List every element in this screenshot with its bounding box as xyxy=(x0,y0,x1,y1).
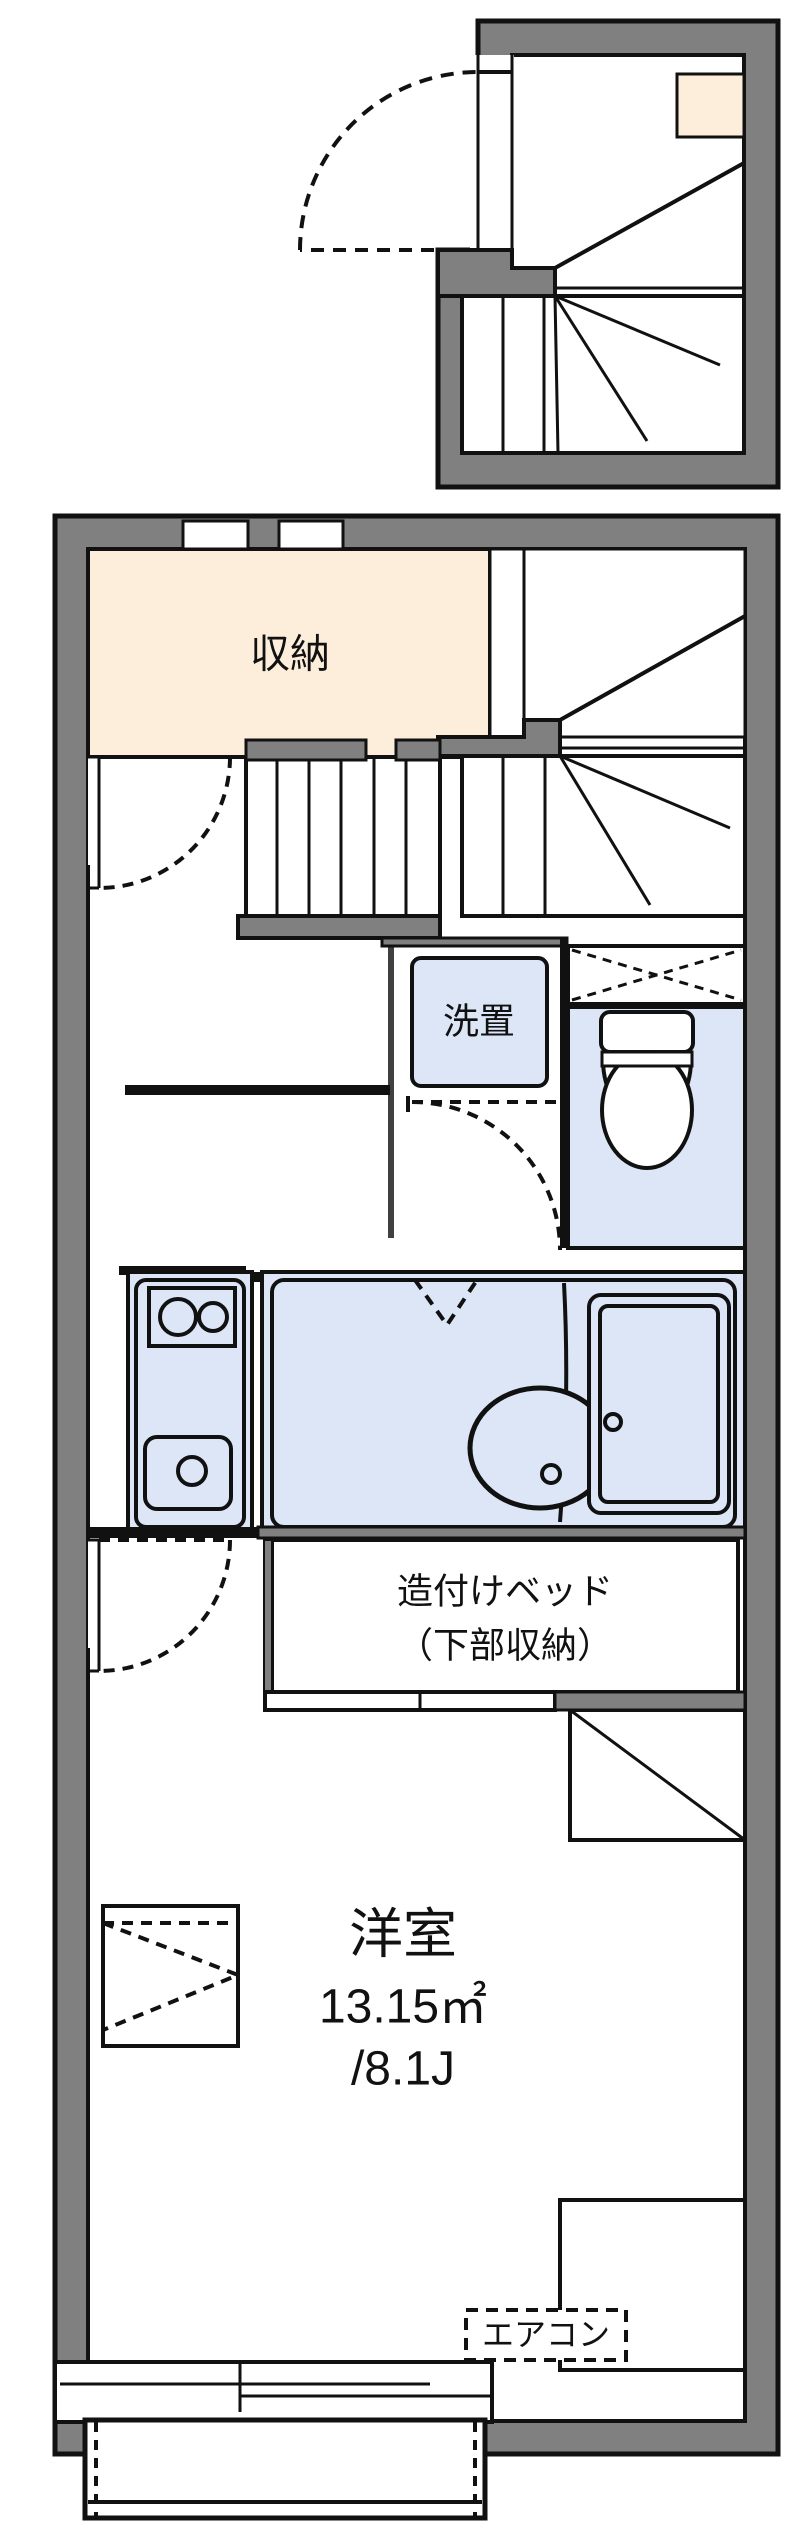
bathtub-inner xyxy=(598,1304,720,1504)
bath-lower-wall xyxy=(256,1525,747,1540)
upper-entrance-stair-level xyxy=(298,18,781,490)
bed-left-wall xyxy=(263,1539,273,1693)
built-in-bed-label-line2: （下部収納） xyxy=(397,1625,613,1666)
left-closet-box xyxy=(101,1904,244,2048)
stair-winder-tread xyxy=(553,295,649,442)
unit-bath xyxy=(260,1270,747,1537)
washer-left-wall xyxy=(388,938,394,1238)
left-door-upper xyxy=(88,755,232,890)
stair-winder-edge xyxy=(554,161,745,270)
stair-winder-tread xyxy=(554,294,721,367)
closet-header-beam xyxy=(553,1690,747,1712)
washbasin-drain xyxy=(540,1463,562,1485)
stair-header-beam-2 xyxy=(394,738,442,762)
washer-space: 洗置 xyxy=(380,936,569,1251)
entrance-door-swing-arc xyxy=(298,70,479,251)
western-room-label: 洋室 xyxy=(349,1904,457,1964)
western-room-area-sqm: 13.15㎡ xyxy=(319,1981,487,2034)
left-closet-fold-lines xyxy=(102,1921,244,2032)
sink-drain xyxy=(176,1455,208,1487)
bed-base-beam xyxy=(263,1690,557,1712)
straight-staircase xyxy=(236,738,442,940)
balcony-and-sliding-window xyxy=(53,2360,494,2521)
storage-room: 収納 xyxy=(86,547,492,759)
stair-outline xyxy=(460,294,746,455)
sliding-glass-door xyxy=(53,2360,494,2424)
toilet-neck-icon xyxy=(600,1050,694,1068)
winder-stair-upper xyxy=(460,161,746,455)
western-room-area-jo: /8.1J xyxy=(351,2043,455,2096)
kitchen-lower-wall xyxy=(88,1527,258,1538)
washer-machine-icon xyxy=(410,956,549,1088)
winder-tread xyxy=(558,755,652,906)
built-in-bed-outline xyxy=(270,1538,740,1694)
left-door-lower xyxy=(88,1538,232,1673)
stair-side-strip xyxy=(488,547,526,739)
western-room: 洋室 13.15㎡ /8.1J xyxy=(319,1904,487,2095)
left-door-swing-2 xyxy=(98,1539,232,1673)
stove-burner-large xyxy=(158,1297,198,1337)
built-in-bed-label-line1: 造付けベッド xyxy=(397,1571,613,1612)
left-door-opening-2 xyxy=(88,1540,99,1648)
air-conditioner-box xyxy=(464,2308,628,2362)
air-conditioner-marker: エアコン xyxy=(464,2308,628,2362)
stair-base-beam xyxy=(236,914,442,940)
stove-burner-small xyxy=(197,1301,229,1333)
main-level-upper-stair xyxy=(436,547,747,918)
built-in-bed-area: 造付けベッド （下部収納） xyxy=(263,1538,747,1842)
air-conditioner-label: エアコン xyxy=(482,2316,610,2352)
winder-stair-outline xyxy=(460,754,747,918)
main-dwelling-level: 収納 xyxy=(52,513,781,2521)
toilet-room xyxy=(566,944,747,1250)
hall-partition-stub xyxy=(125,1085,390,1095)
stair-winder-tread xyxy=(553,295,560,454)
stair-header-beam-1 xyxy=(244,738,368,762)
bathtub-drain xyxy=(603,1412,623,1432)
kitchen xyxy=(126,1270,254,1537)
washroom-door-swing xyxy=(411,1100,562,1251)
washer-label: 洗置 xyxy=(443,1001,515,1042)
straight-stair-outline xyxy=(244,755,442,918)
left-door-swing-1 xyxy=(98,756,232,890)
left-closet-outline xyxy=(101,1904,240,2048)
closet-diagonal xyxy=(569,1708,746,1842)
winder-tread xyxy=(559,754,731,830)
toilet-seat-icon xyxy=(600,1050,694,1170)
upper-right-cell xyxy=(488,547,747,739)
storage-label: 収納 xyxy=(250,633,330,677)
entrance-shoe-storage xyxy=(675,72,746,139)
left-door-opening-1 xyxy=(88,757,99,865)
washer-top-wall xyxy=(380,936,569,948)
toilet-window-cross-2 xyxy=(571,948,742,1002)
winder-edge xyxy=(559,614,746,722)
toilet-tank-icon xyxy=(599,1010,695,1054)
washer-right-wall xyxy=(560,938,568,1248)
top-window-1 xyxy=(181,519,250,551)
top-window-2 xyxy=(277,519,345,551)
